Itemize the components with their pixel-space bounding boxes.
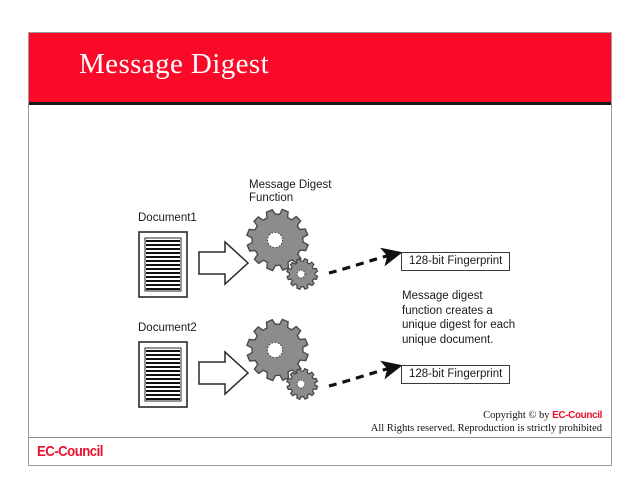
fingerprint-box-1: 128-bit Fingerprint [401, 252, 511, 271]
document-label-2: Document2 [138, 322, 197, 334]
message-digest-function-label: Message Digest Function [249, 179, 332, 204]
page-title: Message Digest [79, 48, 270, 80]
document-label-1: Document1 [138, 212, 197, 224]
block-arrow-2 [198, 350, 250, 396]
diagram-svg [138, 208, 403, 408]
dashed-arrow-2 [328, 360, 403, 388]
description-text: Message digest function creates a unique… [402, 290, 516, 346]
document-icon-2 [138, 341, 188, 408]
rights-line: All Rights reserved. Reproduction is str… [370, 422, 602, 434]
copyright-brand: EC-Council [552, 410, 602, 421]
copyright-line: Copyright © by EC-Council [371, 410, 602, 423]
gear-cluster-1 [246, 208, 319, 290]
pipeline-row-2 [138, 318, 403, 408]
ec-council-logo: EC-Council [37, 443, 103, 460]
block-arrow-1 [198, 240, 250, 286]
dashed-arrow-1 [328, 247, 403, 275]
diagram-canvas: Message Digest Function Document1 Docume… [29, 108, 613, 463]
document-icon-1 [138, 231, 188, 298]
footer-divider [29, 437, 611, 438]
title-banner: Message Digest [29, 33, 611, 105]
pipeline-row-1 [138, 208, 403, 298]
copyright-block: Copyright © by EC-Council All Rights res… [370, 410, 603, 435]
copyright-prefix: Copyright © by [483, 410, 553, 421]
gear-cluster-2 [246, 318, 319, 400]
fingerprint-box-2: 128-bit Fingerprint [401, 365, 511, 384]
slide: Message Digest [28, 32, 612, 466]
